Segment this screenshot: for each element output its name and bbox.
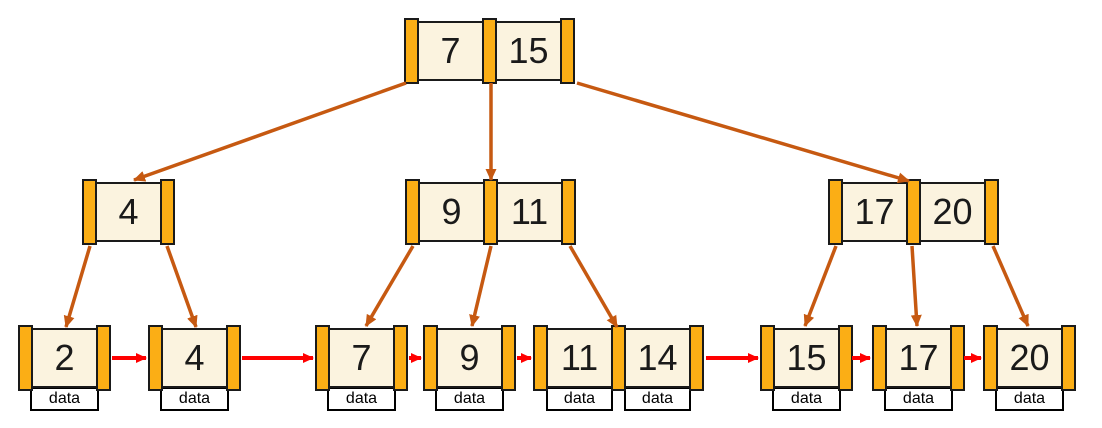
- btree-leaf-node-2: 2: [18, 325, 111, 391]
- edge-node9-11-to-leaf-9: [469, 245, 493, 327]
- btree-internal-node-4: 4: [82, 179, 175, 245]
- pointer-slot: [148, 325, 163, 391]
- edge-node9-11-to-leaf-11-14: [568, 245, 619, 328]
- btree-leaf-node-17: 17: [872, 325, 965, 391]
- data-box: data: [772, 387, 841, 411]
- key-cell: 7: [328, 328, 395, 388]
- pointer-slot: [828, 179, 843, 245]
- edge-root-to-child-right: [576, 81, 910, 184]
- pointer-slot: [482, 18, 497, 84]
- edge-node17-20-to-leaf-15: [803, 245, 838, 327]
- key-cell: 14: [624, 328, 691, 388]
- key-cell: 9: [436, 328, 503, 388]
- edge-node4-to-leaf-2: [63, 245, 92, 328]
- pointer-slot: [82, 179, 97, 245]
- edge-node17-20-to-leaf-20: [991, 245, 1030, 327]
- data-box: data: [995, 387, 1064, 411]
- pointer-slot: [1061, 325, 1076, 391]
- data-box: data: [327, 387, 396, 411]
- key-cell: 9: [418, 182, 485, 242]
- pointer-slot: [423, 325, 438, 391]
- key-cell: 11: [496, 182, 563, 242]
- key-cell: 4: [161, 328, 228, 388]
- data-box: data: [435, 387, 504, 411]
- btree-leaf-node-11-14: 11 14: [533, 325, 704, 391]
- key-cell: 7: [417, 21, 484, 81]
- data-box: data: [30, 387, 99, 411]
- pointer-slot: [983, 325, 998, 391]
- key-cell: 2: [31, 328, 98, 388]
- btree-leaf-node-9: 9: [423, 325, 516, 391]
- key-cell: 4: [95, 182, 162, 242]
- pointer-slot: [315, 325, 330, 391]
- pointer-slot: [689, 325, 704, 391]
- key-cell: 17: [885, 328, 952, 388]
- btree-internal-node-9-11: 9 11: [405, 179, 576, 245]
- pointer-slot: [760, 325, 775, 391]
- pointer-slot: [18, 325, 33, 391]
- key-cell: 15: [495, 21, 562, 81]
- pointer-slot: [226, 325, 241, 391]
- key-cell: 20: [996, 328, 1063, 388]
- edge-node9-11-to-leaf-7: [364, 245, 415, 327]
- btree-leaf-node-4: 4: [148, 325, 241, 391]
- pointer-slot: [561, 179, 576, 245]
- pointer-slot: [533, 325, 548, 391]
- pointer-slot: [393, 325, 408, 391]
- pointer-slot: [838, 325, 853, 391]
- pointer-slot: [950, 325, 965, 391]
- btree-leaf-node-20: 20: [983, 325, 1076, 391]
- pointer-slot: [483, 179, 498, 245]
- data-box: data: [546, 387, 613, 411]
- key-cell: 15: [773, 328, 840, 388]
- btree-leaf-node-7: 7: [315, 325, 408, 391]
- pointer-slot: [96, 325, 111, 391]
- pointer-slot: [160, 179, 175, 245]
- pointer-slot: [501, 325, 516, 391]
- pointer-slot: [404, 18, 419, 84]
- btree-root-node: 7 15: [404, 18, 575, 84]
- btree-leaf-node-15: 15: [760, 325, 853, 391]
- pointer-slot: [560, 18, 575, 84]
- key-cell: 17: [841, 182, 908, 242]
- pointer-slot: [906, 179, 921, 245]
- data-box: data: [884, 387, 953, 411]
- pointer-slot: [611, 325, 626, 391]
- pointer-slot: [405, 179, 420, 245]
- key-cell: 20: [919, 182, 986, 242]
- key-cell: 11: [546, 328, 613, 388]
- btree-internal-node-17-20: 17 20: [828, 179, 999, 245]
- data-box: data: [624, 387, 691, 411]
- edge-root-to-child-left: [133, 81, 407, 182]
- data-box: data: [160, 387, 229, 411]
- pointer-slot: [984, 179, 999, 245]
- pointer-slot: [872, 325, 887, 391]
- edge-node17-20-to-leaf-17: [910, 245, 922, 327]
- edge-node4-to-leaf-4: [165, 245, 198, 328]
